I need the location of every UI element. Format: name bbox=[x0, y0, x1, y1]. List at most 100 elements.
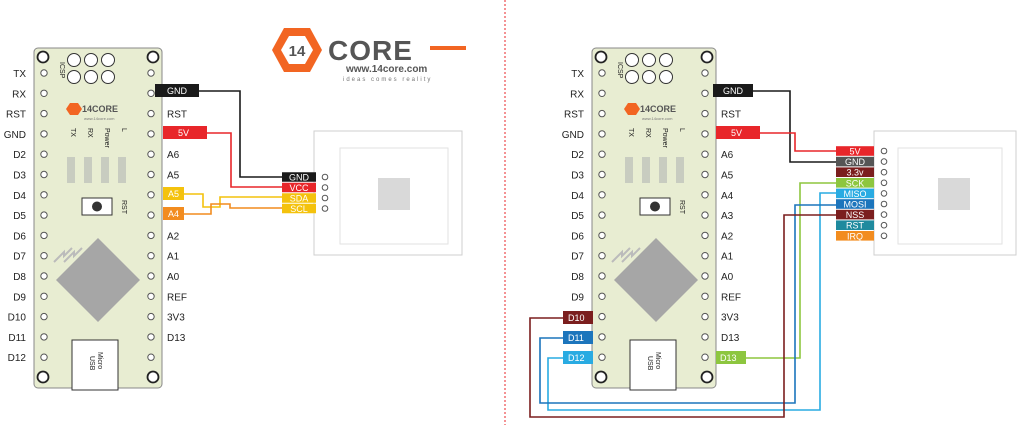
wire-5v bbox=[207, 132, 282, 188]
logo-underline bbox=[430, 46, 466, 50]
mounting-hole bbox=[700, 370, 714, 384]
module-pin-tag bbox=[836, 231, 874, 241]
pin-hole bbox=[701, 191, 709, 199]
pin-hole bbox=[701, 109, 709, 118]
pin-hole bbox=[701, 89, 709, 98]
pin-hole bbox=[147, 130, 155, 138]
pin-label-right: RST bbox=[167, 110, 187, 121]
pin-hole bbox=[40, 231, 48, 240]
pin-hole bbox=[598, 191, 606, 199]
svg-text:5V: 5V bbox=[731, 128, 742, 138]
module-pin-tag bbox=[836, 167, 874, 177]
module-frame bbox=[897, 147, 1003, 245]
pin-label-right: 3V3 bbox=[721, 313, 739, 324]
wire-sck bbox=[746, 182, 836, 359]
arrow-mark bbox=[621, 247, 641, 263]
pin-hole bbox=[40, 170, 48, 179]
mounting-hole bbox=[594, 50, 608, 64]
svg-text:GND: GND bbox=[167, 86, 188, 96]
pin-hole bbox=[701, 231, 709, 240]
wire-miso bbox=[547, 192, 836, 411]
icsp-pin bbox=[642, 70, 656, 84]
board-body bbox=[591, 47, 717, 389]
pin-hole bbox=[147, 150, 155, 158]
icsp-pin bbox=[67, 53, 81, 67]
board-body bbox=[33, 47, 163, 389]
icsp-pin bbox=[84, 70, 98, 84]
pin-label-right: REF bbox=[721, 292, 741, 303]
pin-hole bbox=[40, 252, 48, 260]
mounting-hole bbox=[36, 50, 50, 64]
pin-label-left: D7 bbox=[13, 252, 26, 263]
led-label: TX bbox=[69, 128, 76, 137]
module-pin-tag bbox=[836, 199, 874, 209]
board-tag-a5: A5 bbox=[163, 187, 184, 200]
module-chip bbox=[378, 178, 410, 210]
led-label: RX bbox=[644, 128, 651, 138]
pin-label-right: A1 bbox=[167, 252, 180, 263]
pin-hole bbox=[147, 312, 155, 321]
pin-hole bbox=[701, 211, 709, 219]
module-chip bbox=[938, 178, 970, 210]
svg-text:GND: GND bbox=[723, 86, 744, 96]
pin-hole bbox=[598, 170, 606, 179]
board-tag-5v: 5V bbox=[163, 126, 207, 139]
pin-hole bbox=[598, 292, 606, 300]
pin-hole bbox=[147, 292, 155, 300]
pin-hole bbox=[147, 252, 155, 260]
pin-label-left: D6 bbox=[13, 231, 26, 242]
led-label: Power bbox=[661, 128, 668, 149]
mounting-hole bbox=[146, 370, 160, 384]
pin-hole bbox=[40, 191, 48, 199]
pin-hole bbox=[598, 312, 606, 321]
brand-logo: 14 CORE www.14core.com ideas comes reali… bbox=[272, 28, 466, 83]
led-block bbox=[642, 157, 650, 183]
led-block bbox=[84, 157, 92, 183]
pin-hole bbox=[701, 69, 709, 77]
pin-label-right: A3 bbox=[721, 211, 734, 222]
board-tag-5v-r: 5V bbox=[716, 126, 760, 139]
icsp-pin bbox=[659, 70, 673, 84]
module-pin-label: MISO bbox=[843, 189, 866, 199]
icsp-pin bbox=[659, 53, 673, 67]
led-label: L bbox=[678, 128, 685, 132]
svg-text:A5: A5 bbox=[168, 189, 179, 199]
board-tag-a4: A4 bbox=[163, 207, 184, 220]
logo-url: www.14core.com bbox=[345, 64, 427, 75]
icsp-pin bbox=[84, 53, 98, 67]
module-pin-label: SCK bbox=[846, 178, 865, 188]
module-pin-tag bbox=[836, 220, 874, 230]
svg-text:D11: D11 bbox=[568, 333, 584, 343]
micro-usb-port bbox=[71, 339, 119, 391]
icsp-pin bbox=[625, 53, 639, 67]
usb-label-1: Micro bbox=[654, 352, 661, 369]
reset-button-cap bbox=[650, 201, 660, 212]
pin-hole bbox=[598, 89, 606, 98]
module-pin-hole bbox=[321, 184, 329, 191]
module-pin-label: NSS bbox=[846, 210, 865, 220]
mcu-chip bbox=[614, 238, 698, 322]
module-pin-hole bbox=[880, 200, 888, 208]
pin-label-right: A0 bbox=[167, 272, 180, 283]
pin-hole bbox=[701, 333, 709, 341]
icsp-pin bbox=[101, 70, 115, 84]
pin-label-left: D3 bbox=[571, 171, 584, 182]
module-pin-label: GND bbox=[845, 157, 866, 167]
module-pin-hole bbox=[321, 173, 329, 181]
pin-label-left: D5 bbox=[13, 211, 26, 222]
pin-hole bbox=[598, 333, 606, 341]
pin-label-left: D8 bbox=[571, 272, 584, 283]
arrow-mark bbox=[611, 247, 631, 263]
pin-label-right: REF bbox=[167, 292, 187, 303]
module-pin-label: 3.3v bbox=[846, 168, 864, 178]
pin-hole bbox=[40, 69, 48, 77]
pin-hole bbox=[701, 170, 709, 179]
reset-label: RST bbox=[678, 200, 685, 215]
module-pin-label: GND bbox=[289, 173, 310, 183]
logo-badge-inner bbox=[281, 36, 313, 64]
module-pin-tag bbox=[282, 203, 316, 214]
